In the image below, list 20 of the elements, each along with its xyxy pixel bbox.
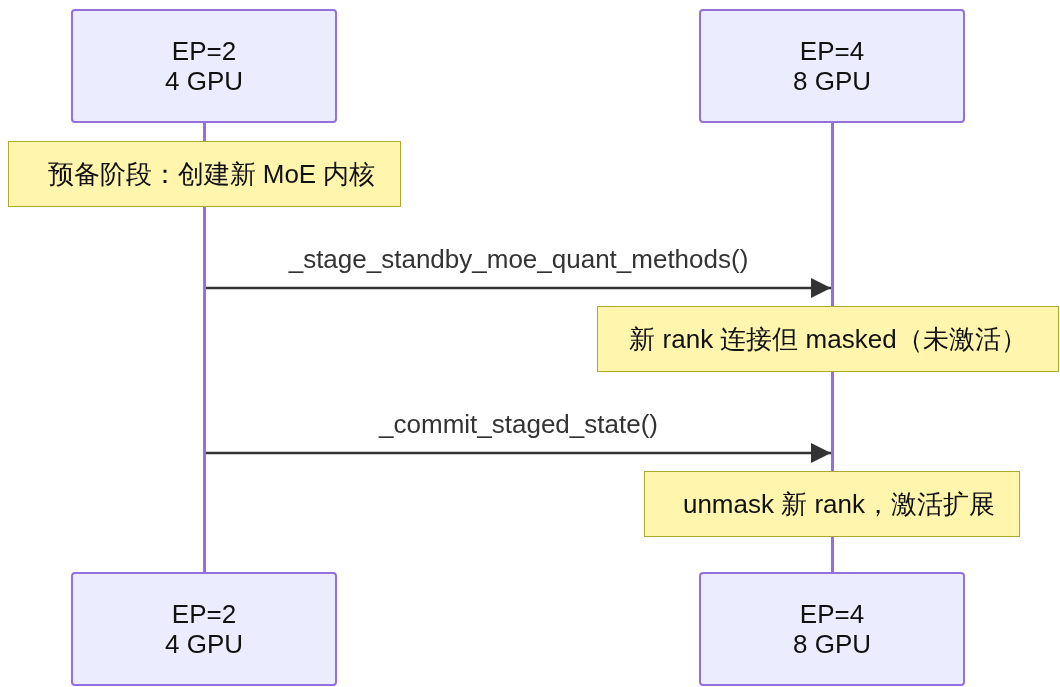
note-text: 预备阶段：创建新 MoE 内核 — [47, 159, 376, 189]
message-arrow — [206, 443, 831, 463]
note-box — [8, 141, 401, 207]
participant-label: EP=4 — [799, 36, 865, 66]
participant-label: 4 GPU — [165, 629, 243, 659]
actor-box — [71, 572, 337, 686]
participant-label: 8 GPU — [793, 66, 871, 96]
actor-box — [699, 9, 965, 123]
note-box — [597, 306, 1059, 372]
actor-box — [71, 9, 337, 123]
note-box — [644, 471, 1020, 537]
participant-label: 8 GPU — [793, 629, 871, 659]
note-text: unmask 新 rank，激活扩展 — [682, 489, 996, 519]
participant-label: EP=4 — [799, 599, 865, 629]
message-arrow — [206, 278, 831, 298]
participant-label: EP=2 — [171, 36, 237, 66]
note-text: 新 rank 连接但 masked（未激活） — [629, 324, 1027, 354]
participant-label: 4 GPU — [165, 66, 243, 96]
actor-box — [699, 572, 965, 686]
participant-label: EP=2 — [171, 599, 237, 629]
